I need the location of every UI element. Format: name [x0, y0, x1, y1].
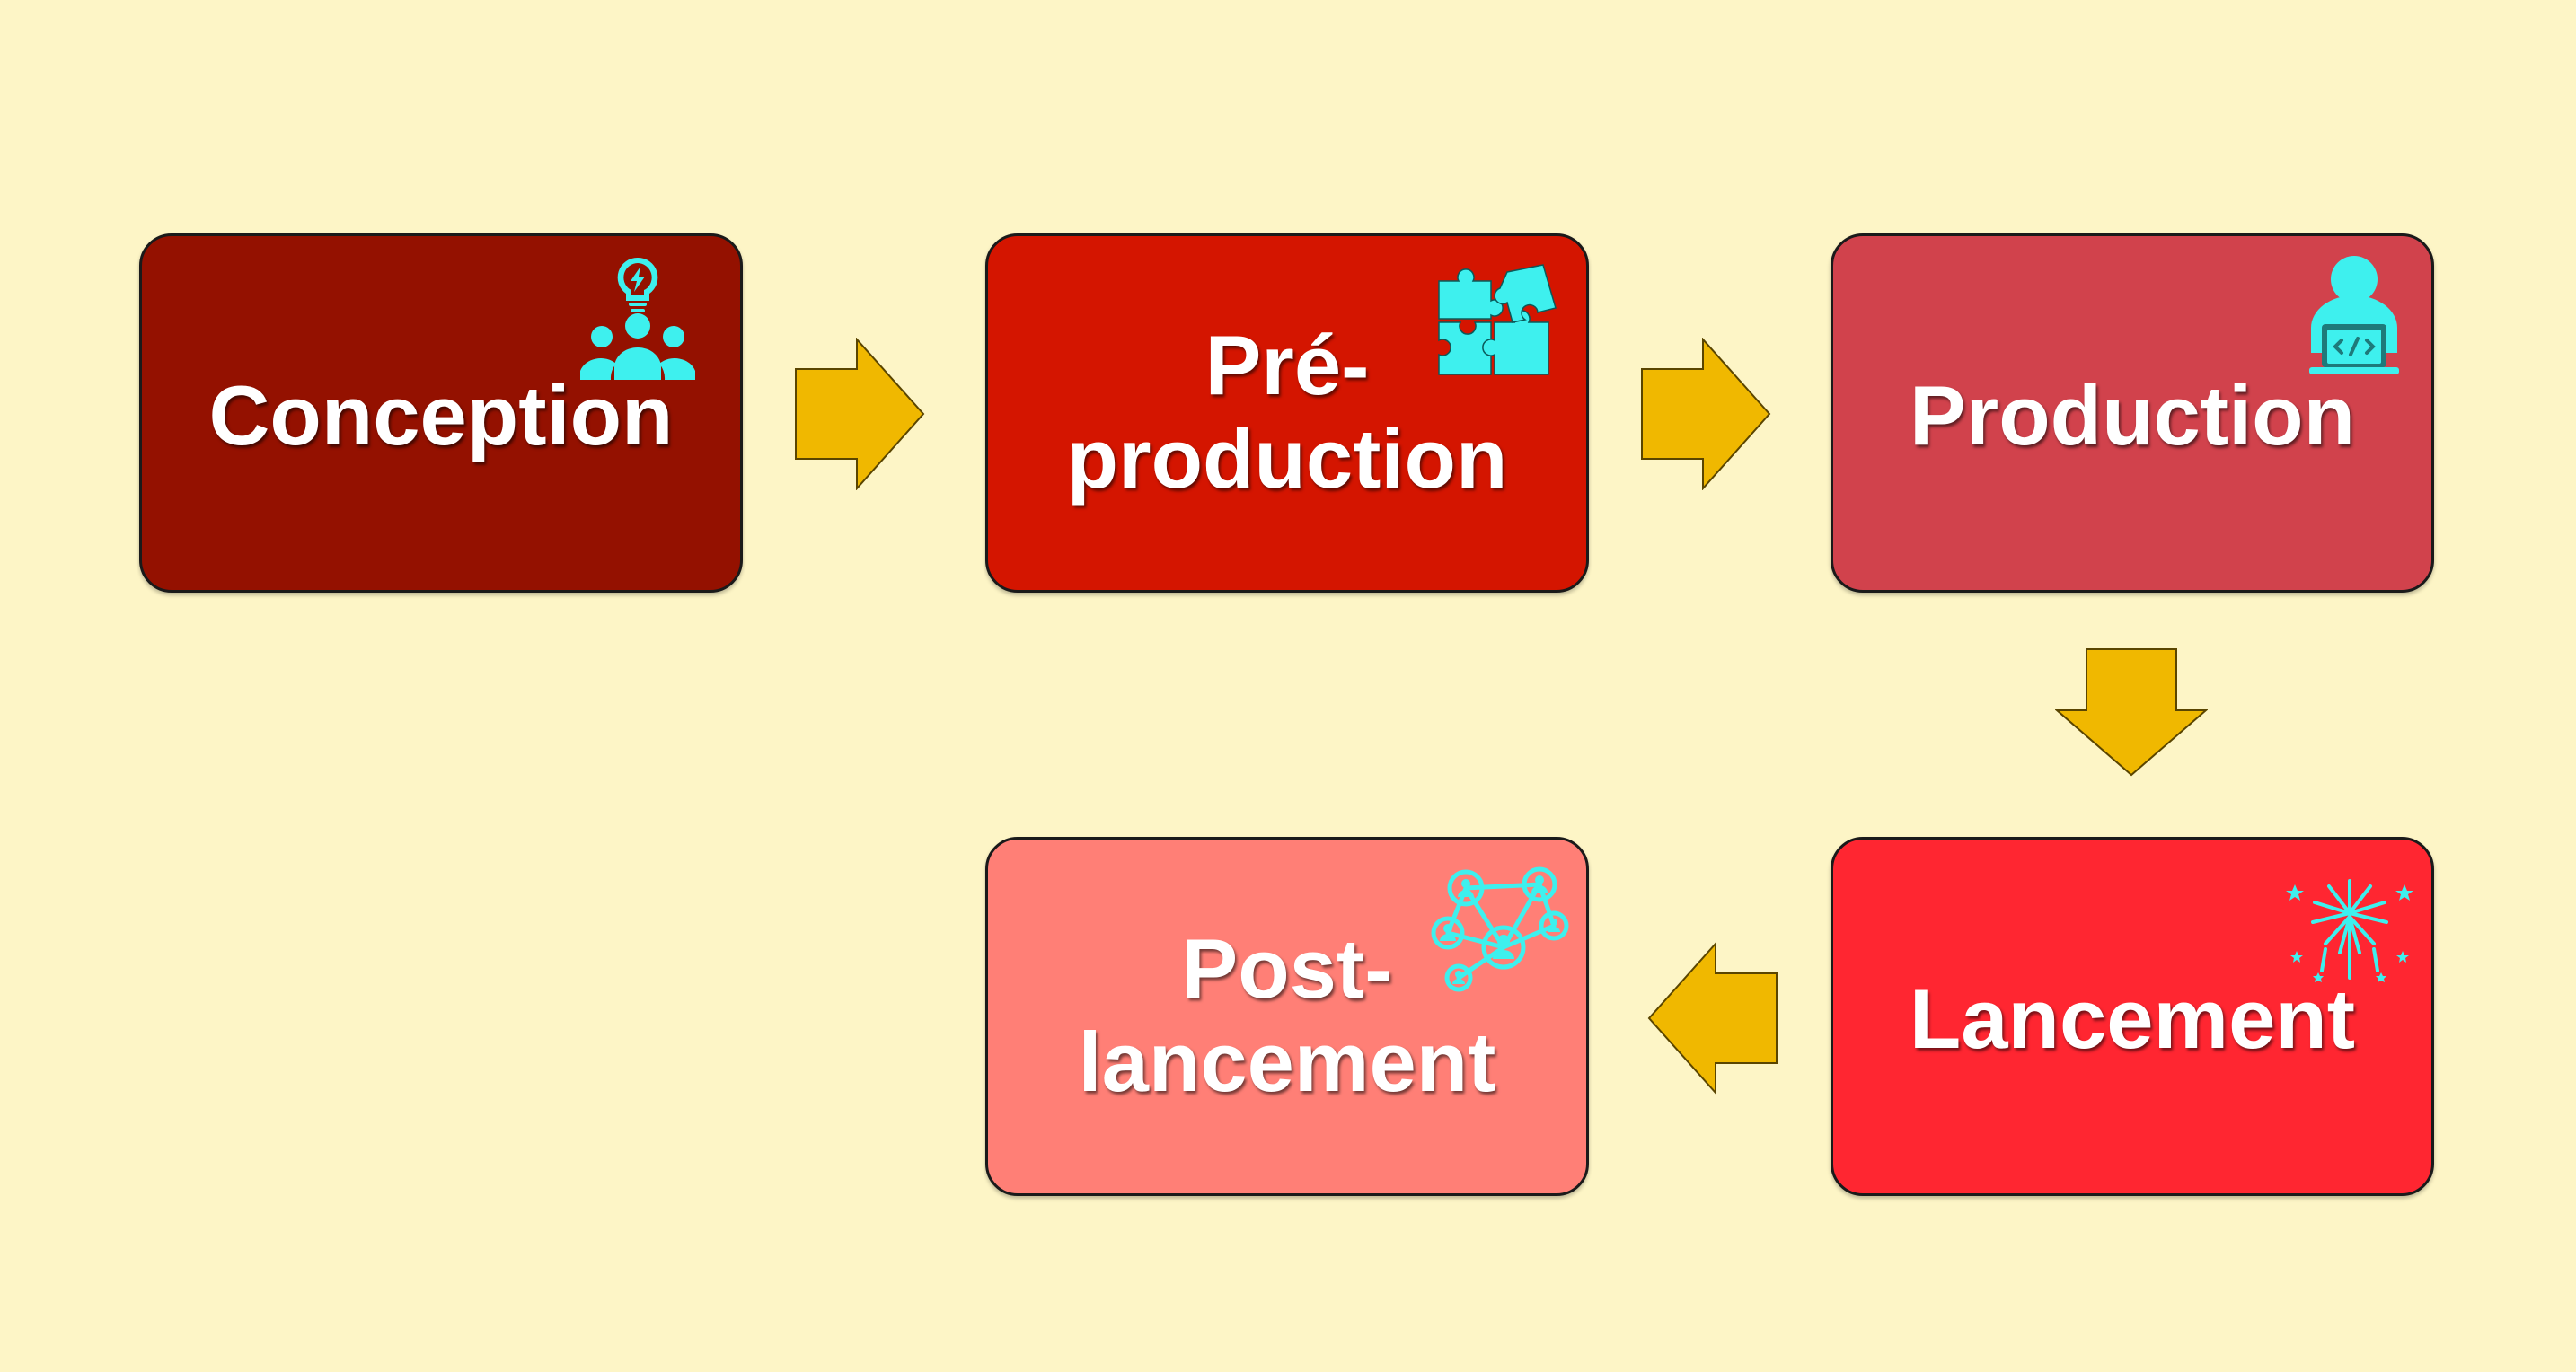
network-icon: [1421, 859, 1574, 994]
fireworks-icon: [2282, 877, 2417, 985]
step-post-lancement-line-2: lancement: [1078, 1015, 1496, 1109]
step-post-lancement-line-1: Post-: [1181, 921, 1393, 1016]
step-lancement-label: Lancement: [1833, 972, 2431, 1066]
arrow-right-conception-to-pre-production: [794, 338, 925, 490]
step-lancement-line-1: Lancement: [1909, 972, 2356, 1066]
step-conception-label: Conception: [142, 369, 740, 462]
step-production: Production: [1831, 233, 2434, 593]
puzzle-icon: [1435, 263, 1561, 380]
step-pre-production-line-1: Pré-: [1204, 318, 1370, 412]
arrow-right-pre-production-to-production: [1640, 338, 1771, 490]
step-post-lancement-label: Post- lancement: [988, 922, 1586, 1109]
step-conception-line-1: Conception: [208, 368, 674, 462]
step-conception: Conception: [139, 233, 743, 593]
step-pre-production-label: Pré- production: [988, 319, 1586, 506]
step-production-label: Production: [1833, 369, 2431, 462]
arrow-down-production-to-lancement: [2055, 647, 2208, 777]
step-pre-production: Pré- production: [985, 233, 1589, 593]
step-post-lancement: Post- lancement: [985, 837, 1589, 1196]
step-lancement: Lancement: [1831, 837, 2434, 1196]
developer-laptop-icon: [2304, 254, 2412, 380]
arrow-left-lancement-to-post-lancement: [1647, 942, 1778, 1095]
team-idea-icon: [575, 254, 701, 380]
step-production-line-1: Production: [1909, 368, 2356, 462]
step-pre-production-line-2: production: [1066, 411, 1508, 506]
